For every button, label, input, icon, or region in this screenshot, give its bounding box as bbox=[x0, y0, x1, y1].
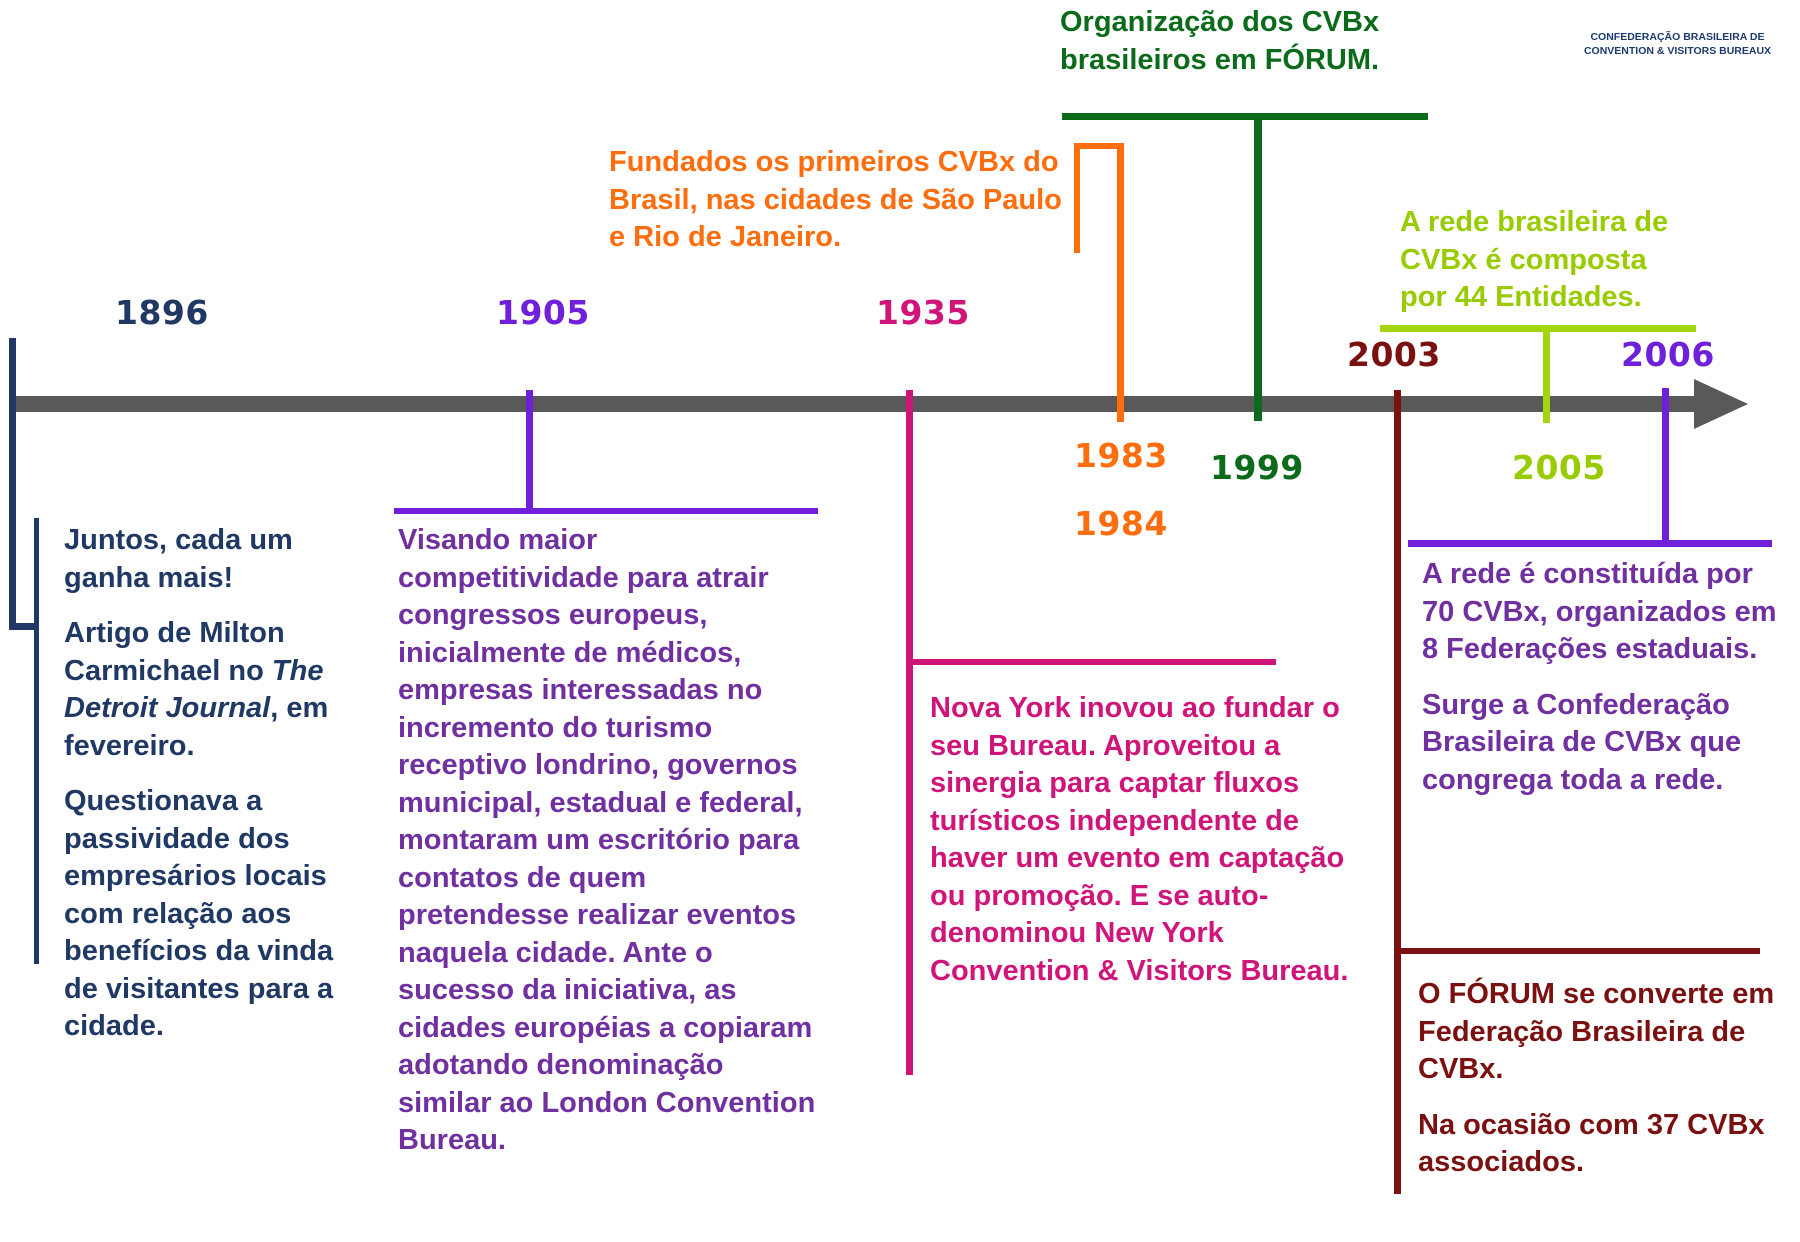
year-1896: 1896 bbox=[115, 293, 209, 332]
connector-2005-vertical bbox=[1543, 325, 1550, 423]
connector-1999-horizontal bbox=[1062, 113, 1428, 120]
connector-1905-horizontal bbox=[394, 508, 818, 514]
connector-1935-vertical bbox=[906, 390, 913, 1075]
connector-1896-horizontal bbox=[9, 623, 37, 630]
connector-1896-vertical bbox=[9, 338, 16, 630]
text-1896-p1-l1: Juntos, cada um bbox=[64, 524, 293, 556]
year-1983: 1983 bbox=[1074, 436, 1168, 475]
year-1999: 1999 bbox=[1210, 448, 1304, 487]
event-text-1983: Fundados os primeiros CVBx do Brasil, na… bbox=[609, 146, 1062, 253]
connector-2006-vertical bbox=[1662, 388, 1669, 543]
year-1905: 1905 bbox=[496, 293, 590, 332]
bracket-1896 bbox=[34, 518, 39, 964]
text-1896-p2-em: , em bbox=[270, 692, 329, 724]
text-1896-p3-l6: de visitantes para a bbox=[64, 972, 334, 1005]
year-2005: 2005 bbox=[1512, 448, 1606, 487]
text-1896-p2-l1: Artigo de Milton bbox=[64, 617, 285, 649]
paragraph-2006-1: A rede é constituída por 70 CVBx, organi… bbox=[1422, 558, 1777, 665]
year-1935: 1935 bbox=[876, 293, 970, 332]
event-text-1896: Juntos, cada um ganha mais! Artigo de Mi… bbox=[64, 522, 374, 1064]
timeline-axis bbox=[14, 396, 1694, 412]
text-1896-p3-l5: benefícios da vinda bbox=[64, 935, 334, 967]
logo-subtitle: CONFEDERAÇÃO BRASILEIRA DE CONVENTION & … bbox=[1555, 30, 1800, 58]
connector-2006-horizontal bbox=[1408, 540, 1772, 547]
event-text-2005: A rede brasileira de CVBx é composta por… bbox=[1400, 206, 1669, 313]
connector-1983-vertical bbox=[1117, 143, 1124, 422]
text-1896-p3-l1: Questionava a bbox=[64, 785, 263, 817]
bracket-1983-left bbox=[1074, 145, 1080, 253]
text-1896-p2-the: The bbox=[271, 654, 324, 687]
text-1896-p2-l4: fevereiro. bbox=[64, 729, 195, 762]
text-1896-p2-l2: Carmichael no bbox=[64, 654, 272, 687]
text-1896-p3-l4: com relação aos bbox=[64, 897, 292, 930]
text-1896-p1-l2: ganha mais! bbox=[64, 561, 234, 594]
event-text-2006: A rede é constituída por 70 CVBx, organi… bbox=[1422, 556, 1792, 817]
event-text-1905: Visando maior competitividade para atrai… bbox=[398, 524, 816, 1156]
paragraph-1896-2: Artigo de Milton Carmichael no The Detro… bbox=[64, 615, 374, 765]
text-1896-p3-l3: empresários locais bbox=[64, 860, 327, 892]
connector-2003-vertical bbox=[1394, 390, 1401, 1194]
connector-2003-horizontal bbox=[1398, 948, 1760, 954]
logo-subtitle-line1: CONFEDERAÇÃO BRASILEIRA DE bbox=[1590, 31, 1765, 43]
paragraph-1896-3: Questionava a passividade dos empresário… bbox=[64, 783, 374, 1046]
logo-subtitle-line2: CONVENTION & VISITORS BUREAUX bbox=[1583, 45, 1772, 57]
text-1896-p3-l7: cidade. bbox=[64, 1010, 164, 1042]
event-text-1935: Nova York inovou ao fundar o seu Bureau.… bbox=[930, 692, 1349, 987]
paragraph-1896-1: Juntos, cada um ganha mais! bbox=[64, 522, 374, 597]
paragraph-2003-1: O FÓRUM se converte em Federação Brasile… bbox=[1418, 978, 1775, 1085]
event-text-1999: Organização dos CVBx brasileiros em FÓRU… bbox=[1060, 6, 1380, 76]
connector-2005-horizontal bbox=[1380, 325, 1696, 332]
year-2006: 2006 bbox=[1621, 335, 1715, 374]
connector-1905-vertical bbox=[526, 390, 533, 512]
bracket-1983-top bbox=[1074, 143, 1118, 149]
year-1984: 1984 bbox=[1074, 504, 1168, 543]
connector-1999-vertical bbox=[1254, 113, 1262, 421]
connector-1935-horizontal bbox=[912, 659, 1276, 665]
paragraph-2003-2: Na ocasião com 37 CVBx associados. bbox=[1418, 1108, 1765, 1179]
timeline-arrowhead bbox=[1694, 379, 1748, 429]
year-2003: 2003 bbox=[1347, 335, 1441, 374]
cbcvb-logo: CONFEDERAÇÃO BRASILEIRA DE CONVENTION & … bbox=[1555, 0, 1800, 76]
text-1896-p3-l2: passividade dos bbox=[64, 822, 290, 855]
paragraph-2006-2: Surge a Confederação Brasileira de CVBx … bbox=[1422, 688, 1742, 796]
event-text-2003: O FÓRUM se converte em Federação Brasile… bbox=[1418, 976, 1778, 1200]
text-1896-p2-journal: Detroit Journal bbox=[64, 692, 271, 724]
